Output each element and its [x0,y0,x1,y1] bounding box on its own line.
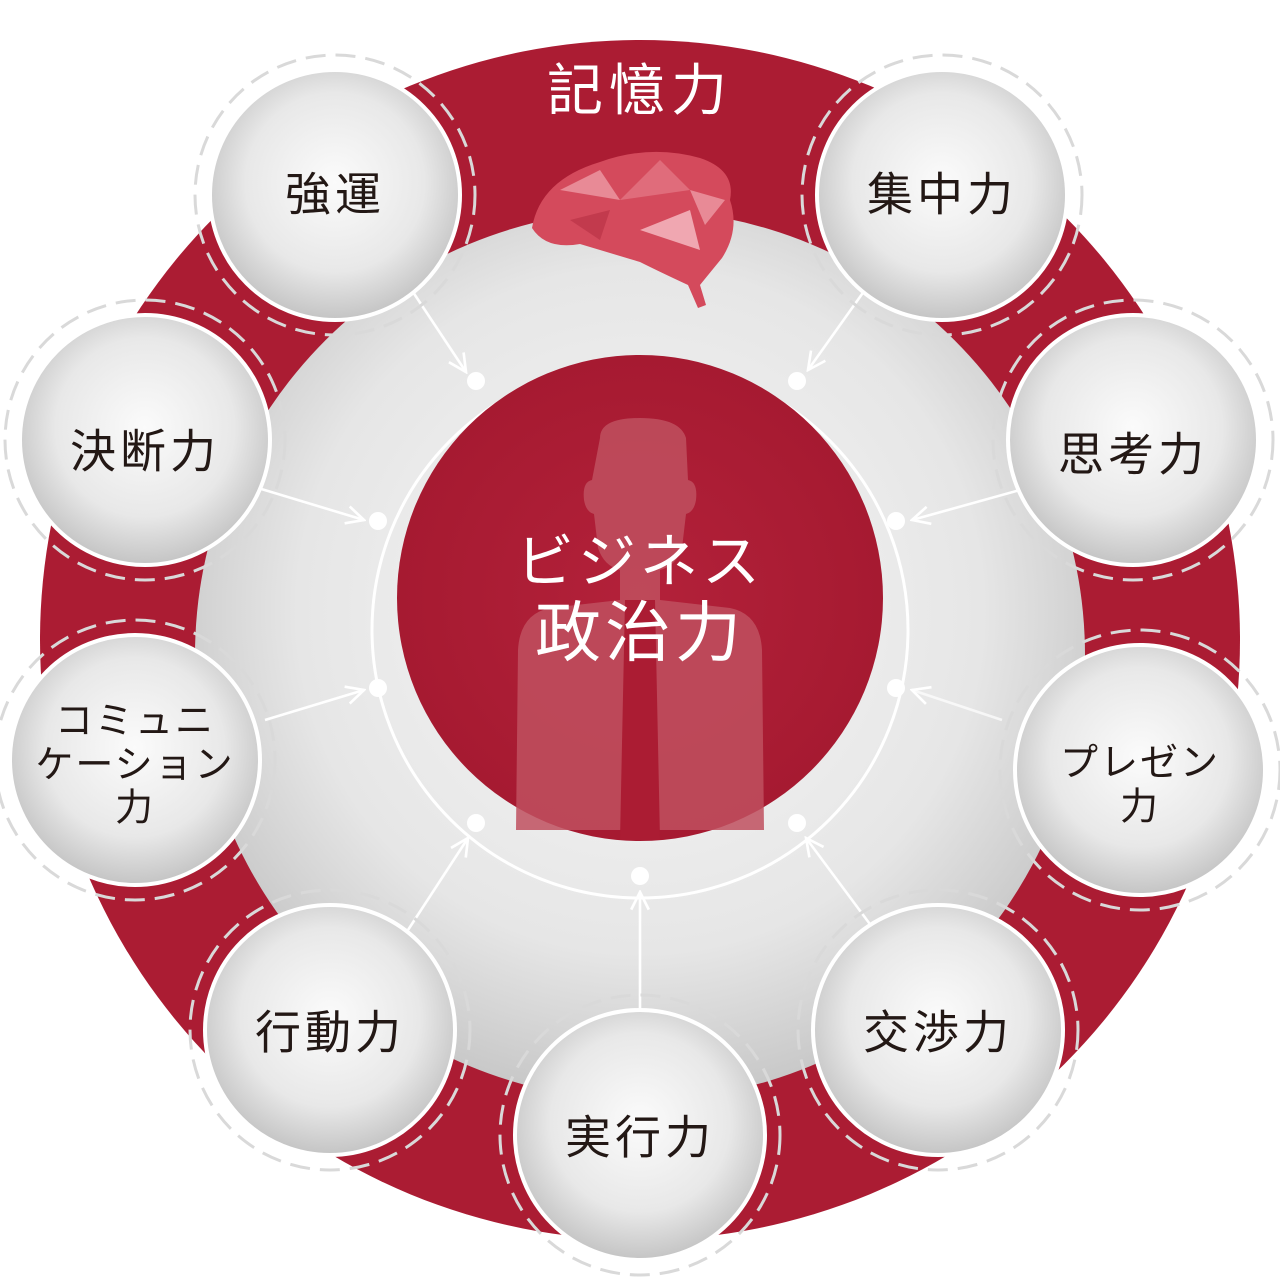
satellite-circles [0,53,1280,1277]
satellite-shikoryoku [991,298,1275,582]
connector-nodes [369,372,905,885]
center-label: ビジネス 政治力 [516,529,764,672]
satellite-label-ketsudanryoku: 決断力 [70,424,220,479]
communication-line3: 力 [114,785,155,830]
satellite-label-kodoryoku: 行動力 [255,1005,405,1060]
memory-label: 記憶力 [547,58,733,124]
communication-line1: コミュニ [54,698,215,743]
satellite-shuchuryoku [800,53,1084,337]
satellite-label-communication: コミュニ ケーション 力 [35,699,234,830]
satellite-label-kyoun: 強運 [285,167,385,222]
presen-line2: 力 [1119,784,1161,828]
satellite-kodoryoku [188,888,472,1172]
presen-line1: プレゼン [1059,740,1221,785]
satellite-label-jikkoryoku: 実行力 [565,1110,715,1165]
satellite-label-koshoryoku: 交渉力 [863,1005,1013,1060]
tie-shape [620,600,660,840]
satellite-jikkoryoku [498,993,782,1277]
satellite-label-shuchuryoku: 集中力 [867,167,1017,222]
satellite-ketsudanryoku [3,298,287,582]
satellite-label-shikoryoku: 思考力 [1058,427,1208,482]
satellite-presen [998,628,1280,912]
center-label-line1: ビジネス [515,527,765,596]
satellite-label-presen: プレゼン 力 [1060,741,1220,828]
satellite-koshoryoku [796,888,1080,1172]
low-poly-brain-icon [532,151,734,308]
satellite-communication [0,618,277,902]
center-label-line2: 政治力 [534,594,745,672]
arrows [257,279,1021,1010]
satellite-kyoun [193,53,477,337]
communication-line2: ケーション [35,742,235,787]
